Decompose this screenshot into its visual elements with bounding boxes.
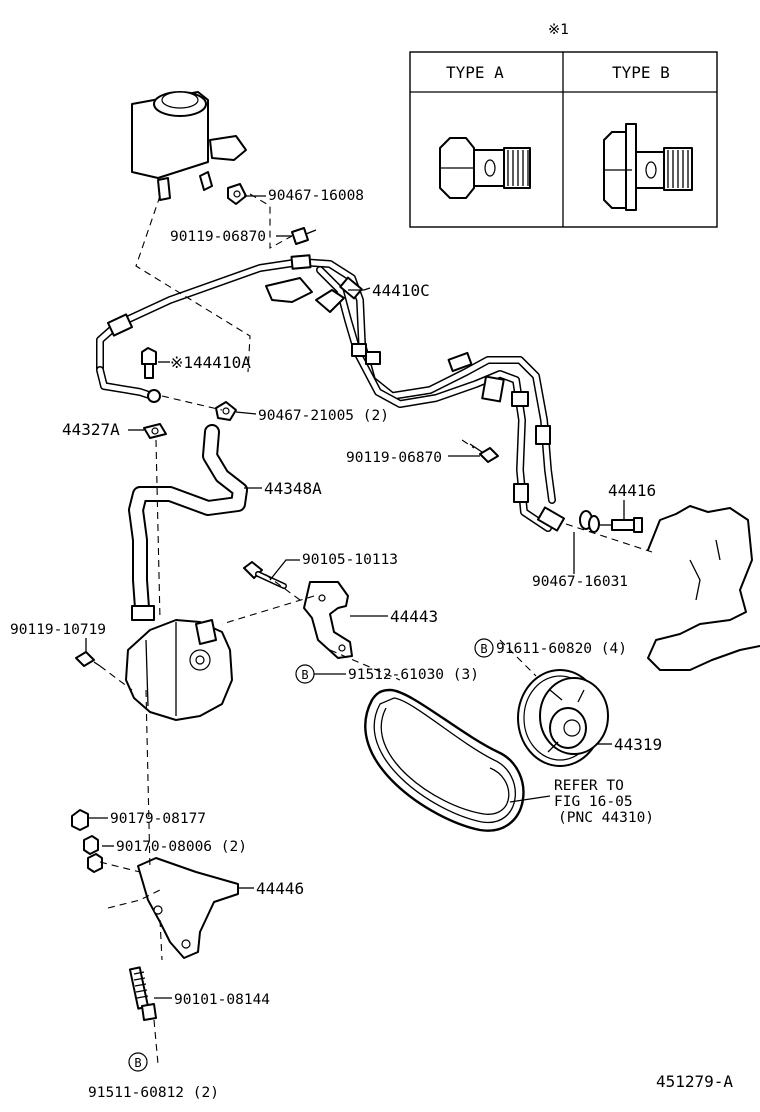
nut-90179-08177-icon: [71, 809, 89, 831]
union-bolt-44410a-icon: [141, 347, 157, 379]
refer-line-1: REFER TO: [554, 778, 624, 794]
callout-44327a: 44327A: [62, 420, 120, 439]
nut-90170-08006-icon: [83, 835, 103, 873]
note-symbol: ※1: [548, 22, 569, 38]
bracket-44443-icon: [303, 581, 353, 659]
union-bolt-44416-icon: [600, 517, 643, 533]
svg-text:B: B: [480, 642, 487, 656]
callout-90467-16031: 90467-16031: [532, 574, 628, 590]
callout-44319: 44319: [614, 735, 662, 754]
type-a-label: TYPE A: [446, 63, 504, 82]
svg-text:B: B: [301, 668, 308, 682]
callout-44416: 44416: [608, 481, 656, 500]
v-belt-icon: [364, 688, 525, 832]
svg-text:B: B: [134, 1056, 141, 1070]
type-inset-box: ※1 TYPE A TYPE B: [409, 22, 718, 228]
callout-90179-08177: 90179-08177: [110, 811, 206, 827]
callout-90467-16008: 90467-16008: [268, 188, 364, 204]
refer-line-2: FIG 16-05: [554, 794, 633, 810]
callout-44410c: 44410C: [372, 281, 430, 300]
bolt-90119-06870-top-icon: [291, 227, 317, 245]
callout-90467-21005: 90467-21005 (2): [258, 408, 389, 424]
figure-id: 451279-A: [656, 1072, 733, 1091]
b-marker-91512: B: [295, 664, 315, 684]
reference-dash-lines: [99, 193, 653, 1065]
callout-90119-06870-mid: 90119-06870: [346, 450, 442, 466]
callout-44446: 44446: [256, 879, 304, 898]
callout-44410a: ※144410A: [170, 353, 251, 372]
callout-90119-10719: 90119-10719: [10, 622, 106, 638]
b-marker-91511: B: [128, 1052, 148, 1072]
clamp-90467-16008-icon: [227, 183, 247, 205]
clamp-90467-21005-icon: [215, 401, 237, 421]
steering-gear-outline-icon: [647, 505, 760, 671]
gasket-90467-16031-icon: [579, 510, 600, 533]
reservoir-tank-icon: [131, 91, 247, 201]
clamp-44327a-icon: [143, 423, 167, 439]
type-b-label: TYPE B: [612, 63, 670, 82]
refer-line-3: (PNC 44310): [558, 810, 654, 826]
pulley-44319-icon: [517, 669, 609, 767]
b-marker-91611: B: [474, 638, 494, 658]
callout-44348a: 44348A: [264, 479, 322, 498]
type-b-union-bolt-icon: [603, 123, 693, 211]
callout-90170-08006: 90170-08006 (2): [116, 839, 247, 855]
bracket-44446-icon: [137, 857, 239, 959]
return-hose-44348a-icon: [128, 424, 248, 621]
callout-44443: 44443: [390, 607, 438, 626]
callout-91512-61030: 91512-61030 (3): [348, 667, 479, 683]
part-callouts: 90467-16008 90119-06870 44410C ※144410A …: [10, 188, 733, 1101]
leader-lines: [85, 195, 625, 999]
callout-90119-06870-top: 90119-06870: [170, 229, 266, 245]
callout-91511-60812: 91511-60812 (2): [88, 1085, 219, 1101]
bolt-90105-10113-icon: [243, 561, 287, 589]
callout-90105-10113: 90105-10113: [302, 552, 398, 568]
bolt-90119-06870-mid-icon: [469, 443, 499, 463]
bolt-90119-10719-icon: [75, 651, 101, 667]
pressure-tube-44410c-icon: [96, 254, 566, 532]
callout-90101-08144: 90101-08144: [174, 992, 270, 1008]
callout-91611-60820: 91611-60820 (4): [496, 641, 627, 657]
type-a-union-bolt-icon: [439, 137, 531, 199]
power-steering-pump-icon: [125, 619, 233, 721]
bolt-90101-08144-icon: [128, 966, 157, 1021]
